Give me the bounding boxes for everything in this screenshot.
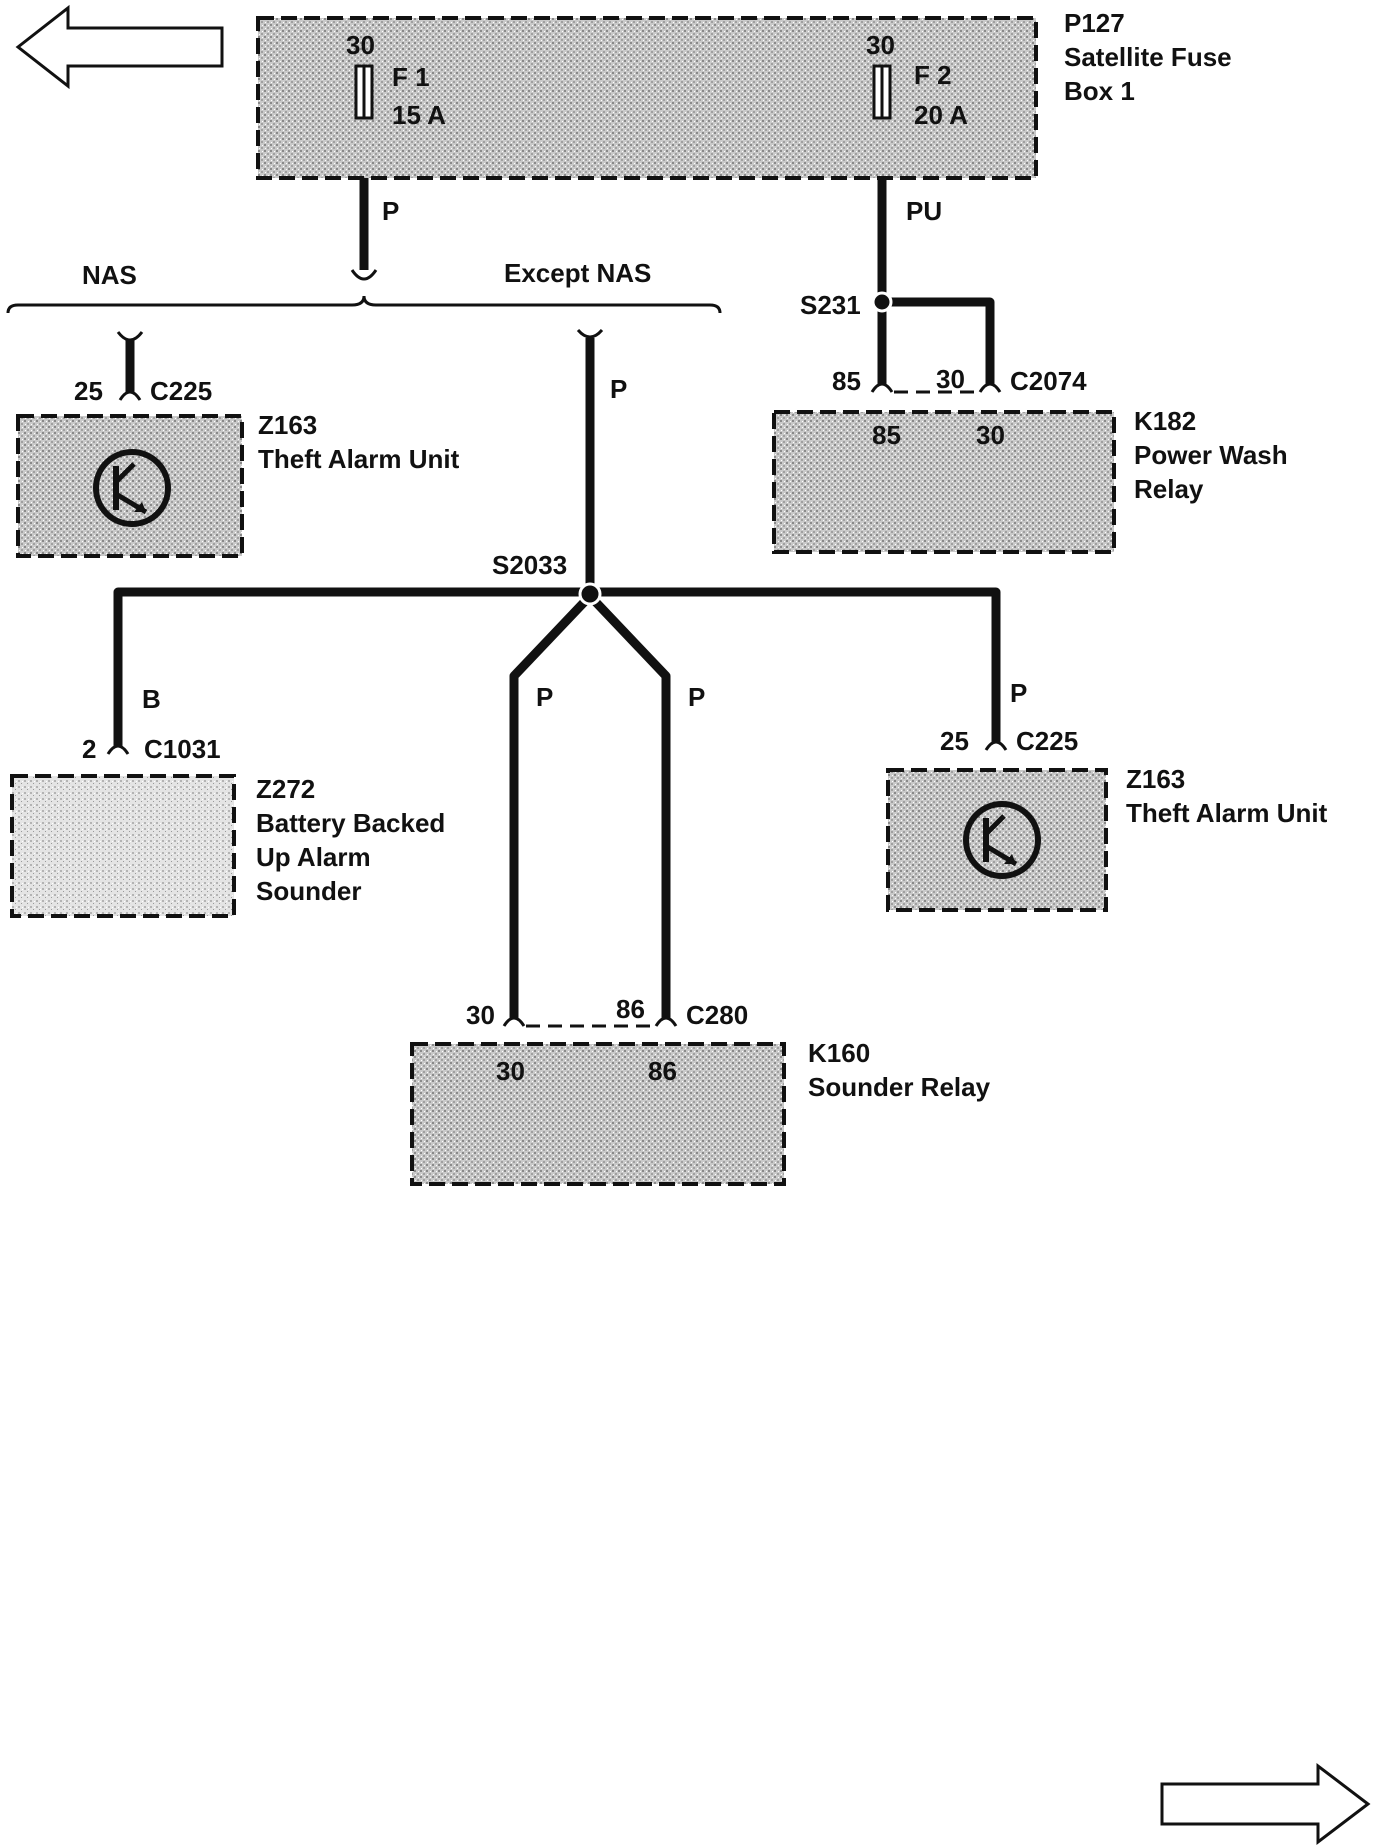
z163-right-connector: C225 xyxy=(1016,726,1078,756)
k160-name: Sounder Relay xyxy=(808,1072,991,1102)
wire-z163-right-color: P xyxy=(1010,678,1027,708)
z163-right-pin: 25 xyxy=(940,726,969,756)
wire-f1-color: P xyxy=(382,196,399,226)
z163-left-id: Z163 xyxy=(258,410,317,440)
k182-name-line1: Power Wash xyxy=(1134,440,1288,470)
z163-right-name: Theft Alarm Unit xyxy=(1126,798,1328,828)
splice-s2033-node xyxy=(578,582,602,606)
k160-box xyxy=(410,1042,786,1186)
z272-name-line2: Up Alarm xyxy=(256,842,371,872)
wire-f2-color: PU xyxy=(906,196,942,226)
transistor-icon xyxy=(93,449,171,527)
wire-k160-86-color: P xyxy=(688,682,705,712)
z163-left-pin: 25 xyxy=(74,376,103,406)
z163-right-id: Z163 xyxy=(1126,764,1185,794)
wire-s2033-horizontal xyxy=(113,587,1001,746)
k182-inner-30: 30 xyxy=(976,420,1005,450)
k160-inner-86: 86 xyxy=(648,1056,677,1086)
splice-s231-label: S231 xyxy=(800,290,861,320)
wire-s2033-to-k160-86 xyxy=(586,592,671,1018)
z272-pin: 2 xyxy=(82,734,96,764)
splice-s231-node xyxy=(871,291,893,313)
k182-name-line2: Relay xyxy=(1134,474,1204,504)
z163-left-name: Theft Alarm Unit xyxy=(258,444,460,474)
splice-s2033-label: S2033 xyxy=(492,550,567,580)
k160-connector: C280 xyxy=(686,1000,748,1030)
z272-id: Z272 xyxy=(256,774,315,804)
k160-pin-30: 30 xyxy=(466,1000,495,1030)
fuse-box-name-line2: Box 1 xyxy=(1064,76,1135,106)
k160-pin-86: 86 xyxy=(616,994,645,1024)
wire-except-nas-color: P xyxy=(610,374,627,404)
z163-left-connector: C225 xyxy=(150,376,212,406)
wire-s2033-to-k160-30 xyxy=(509,592,594,1018)
k182-pin-30: 30 xyxy=(936,364,965,394)
fuse-f2-rating: 20 A xyxy=(914,100,968,130)
wire-z272-color: B xyxy=(142,684,161,714)
k182-connector: C2074 xyxy=(1010,366,1087,396)
z272-name-line3: Sounder xyxy=(256,876,361,906)
k182-id: K182 xyxy=(1134,406,1196,436)
fuse-f1-name: F 1 xyxy=(392,62,430,92)
z272-box xyxy=(10,774,236,918)
fuse-f1-pin: 30 xyxy=(346,30,375,60)
option-nas-label: NAS xyxy=(82,260,137,290)
transistor-icon xyxy=(963,801,1041,879)
fuse-f2-name: F 2 xyxy=(914,60,952,90)
next-page-arrow-icon[interactable] xyxy=(1160,1762,1371,1846)
z163-left-box xyxy=(16,414,244,558)
k160-id: K160 xyxy=(808,1038,870,1068)
fuse-box-id: P127 xyxy=(1064,8,1125,38)
wire-s231-loop xyxy=(882,297,995,384)
k182-pin-85: 85 xyxy=(832,366,861,396)
z272-connector: C1031 xyxy=(144,734,221,764)
wire-k160-30-color: P xyxy=(536,682,553,712)
k182-box xyxy=(772,410,1116,554)
previous-page-arrow-icon[interactable] xyxy=(15,4,224,90)
k160-inner-30: 30 xyxy=(496,1056,525,1086)
k182-inner-85: 85 xyxy=(872,420,901,450)
z163-right-box xyxy=(886,768,1108,912)
fuse-f1-rating: 15 A xyxy=(392,100,446,130)
option-bracket xyxy=(6,295,722,314)
fuse-box-p127: 30 F 1 15 A 30 F 2 20 A xyxy=(256,16,1038,180)
fuse-box-name-line1: Satellite Fuse xyxy=(1064,42,1232,72)
option-except-nas-label: Except NAS xyxy=(504,258,651,288)
z272-name-line1: Battery Backed xyxy=(256,808,445,838)
fuse-f2-pin: 30 xyxy=(866,30,895,60)
